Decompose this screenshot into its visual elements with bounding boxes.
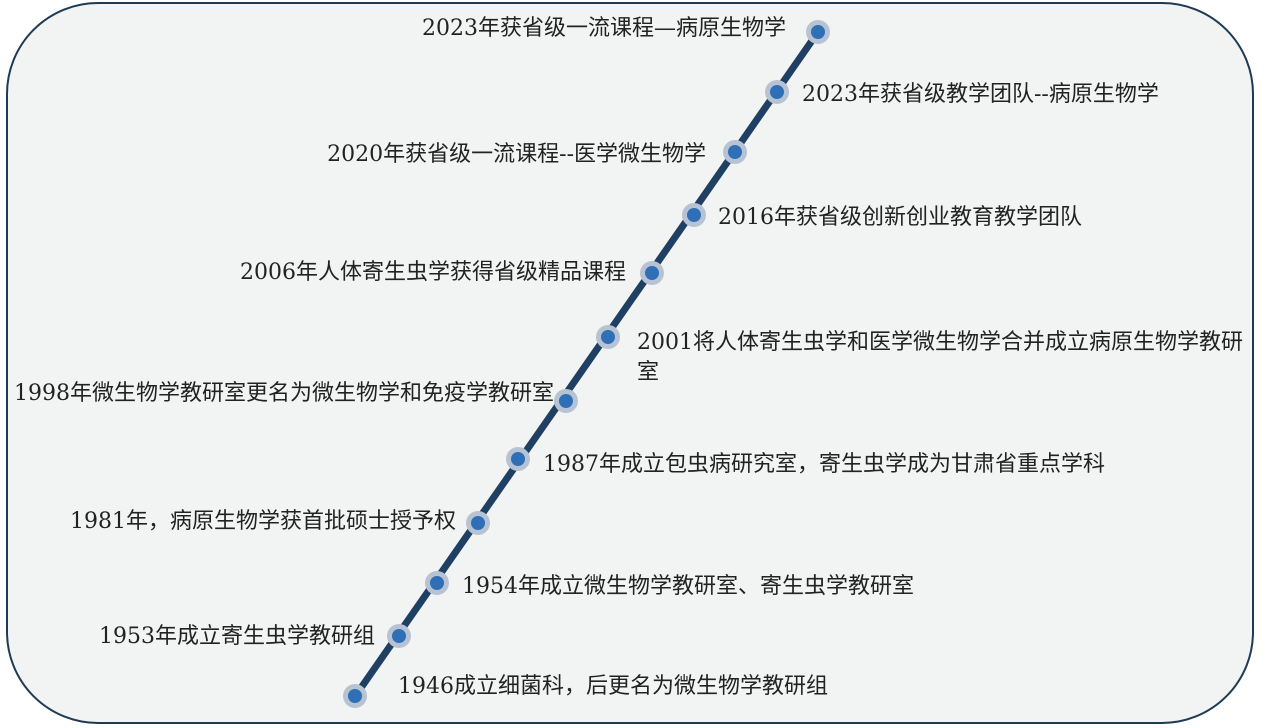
timeline-dot-9 <box>430 576 444 590</box>
timeline-dot-3 <box>687 208 701 222</box>
timeline-dot-7 <box>511 452 525 466</box>
event-label-1981-master: 1981年，病原生物学获首批硕士授予权 <box>70 509 456 534</box>
timeline-dot-0 <box>811 25 825 39</box>
event-label-2001-merge: 2001将人体寄生虫学和医学微生物学合并成立病原生物学教研室 <box>637 330 1243 385</box>
timeline-dot-6 <box>559 394 573 408</box>
event-label-2023-course-pathogen: 2023年获省级一流课程—病原生物学 <box>422 16 786 41</box>
event-label-2016-team: 2016年获省级创新创业教育教学团队 <box>718 205 1082 230</box>
timeline-panel <box>6 2 1254 724</box>
timeline-dot-8 <box>471 516 485 530</box>
event-label-1954-departments: 1954年成立微生物学教研室、寄生虫学教研室 <box>462 574 914 599</box>
timeline-dot-2 <box>728 145 742 159</box>
event-label-1987-research-room: 1987年成立包虫病研究室，寄生虫学成为甘肃省重点学科 <box>543 452 1105 477</box>
event-label-1953-parasitology-group: 1953年成立寄生虫学教研组 <box>99 624 375 649</box>
timeline-dot-11 <box>348 689 362 703</box>
timeline-dots <box>343 20 830 708</box>
timeline-dot-4 <box>645 266 659 280</box>
timeline-dot-1 <box>770 85 784 99</box>
event-label-1946-bacteriology: 1946成立细菌科，后更名为微生物学教研组 <box>398 674 828 699</box>
event-label-2006-course-parasitology: 2006年人体寄生虫学获得省级精品课程 <box>240 260 626 285</box>
timeline-dot-5 <box>601 330 615 344</box>
event-label-1998-rename: 1998年微生物学教研室更名为微生物学和免疫学教研室 <box>14 381 554 406</box>
timeline-dot-10 <box>392 629 406 643</box>
event-label-2023-team: 2023年获省级教学团队--病原生物学 <box>802 82 1159 107</box>
event-label-2020-course-microbiology: 2020年获省级一流课程--医学微生物学 <box>327 142 706 167</box>
